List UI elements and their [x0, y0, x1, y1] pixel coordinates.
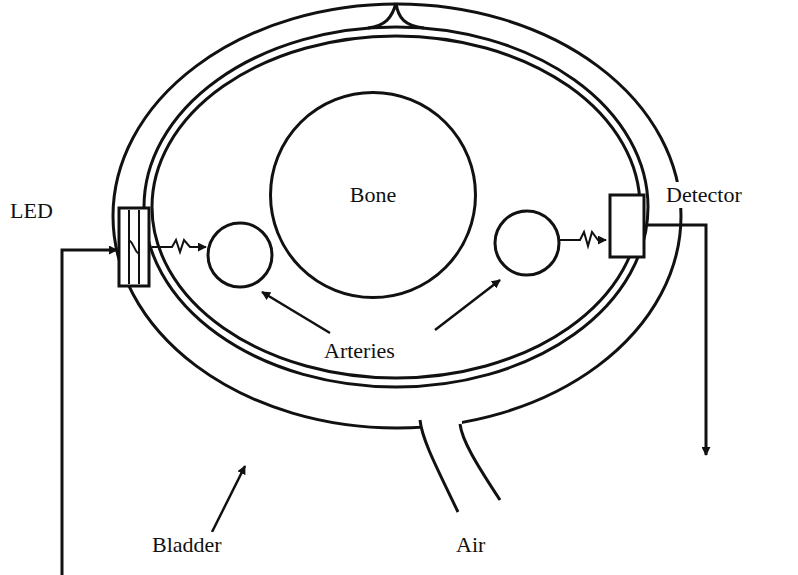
detector-output-line	[646, 225, 706, 455]
light-ray	[560, 232, 606, 246]
limb-surface	[152, 36, 640, 378]
artery	[208, 223, 272, 287]
air-label: Air	[454, 532, 487, 558]
artery	[495, 211, 559, 275]
bone-shape	[271, 93, 476, 298]
bladder-label: Bladder	[150, 532, 224, 558]
light-ray	[152, 240, 206, 252]
led-label: LED	[8, 198, 55, 224]
arteries-label: Arteries	[322, 338, 397, 364]
leader-line	[212, 466, 245, 532]
led-drive-line	[62, 250, 117, 575]
detector-housing	[610, 195, 644, 257]
bladder-inner	[144, 27, 648, 387]
leader-line	[262, 292, 330, 333]
led-element	[129, 210, 139, 284]
bone-circle: Bone	[269, 91, 477, 299]
detector-label: Detector	[664, 182, 744, 208]
leader-line	[435, 280, 500, 330]
led-housing	[119, 208, 149, 286]
air-tube	[420, 420, 500, 512]
bladder-seam	[368, 3, 424, 28]
node-text: Bone	[350, 182, 396, 208]
bladder-outer	[113, 4, 681, 428]
